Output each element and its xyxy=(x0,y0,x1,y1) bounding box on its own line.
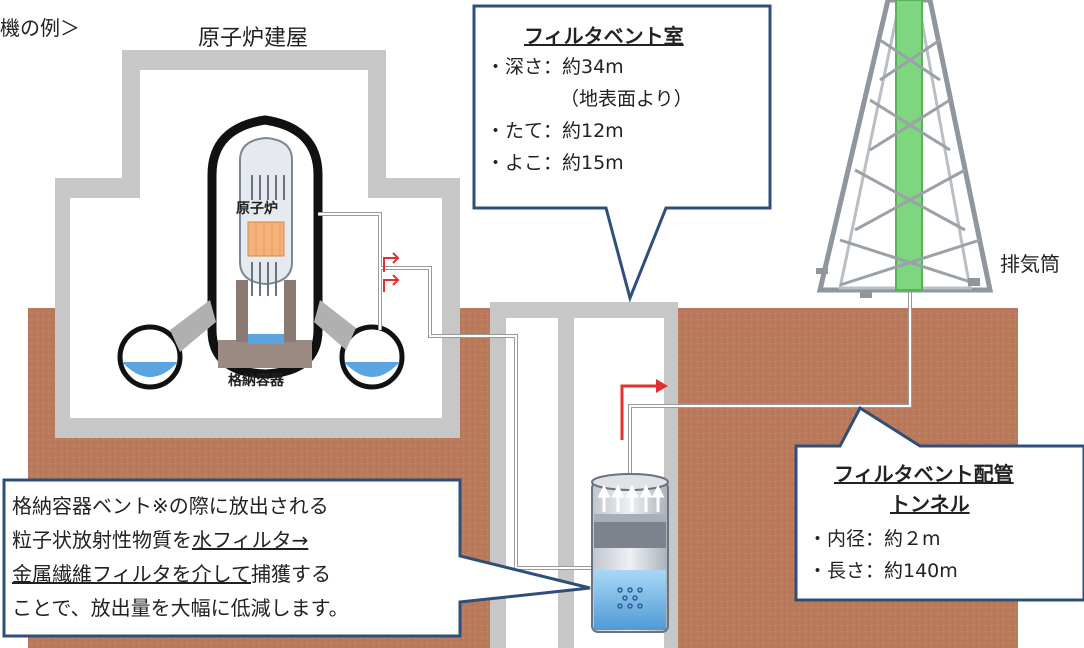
suppression-chamber-left xyxy=(117,324,183,390)
explanation-line3-suffix: 捕獲する xyxy=(251,562,331,586)
vent-duct-right xyxy=(314,300,356,350)
explanation-line1: 格納容器ベント※の際に放出される xyxy=(12,494,329,518)
vent-duct-left xyxy=(170,300,216,352)
filter-vent-room-width: ・よこ：約15m xyxy=(486,152,624,174)
explanation-line4: ことで、放出量を大幅に低減します。 xyxy=(12,596,349,620)
explanation-line2-prefix: 粒子状放射性物質を xyxy=(12,528,192,552)
exhaust-stack xyxy=(816,0,994,298)
tunnel-title-line1: フィルタベント配管 xyxy=(834,462,1014,486)
explanation-line3-underlined: 金属繊維フィルタを介して xyxy=(12,562,251,586)
reactor-building-label: 原子炉建屋 xyxy=(198,26,309,51)
explanation-line2: 粒子状放射性物質を水フィルタ→ xyxy=(12,524,308,553)
tunnel-title-line2: トンネル xyxy=(890,492,970,516)
filter-vent-room-title: フィルタベント室 xyxy=(524,24,684,48)
filter-vent-room-depth-note: （地表面より） xyxy=(560,88,693,110)
callout-tunnel xyxy=(794,405,1084,602)
tunnel-diameter: ・内径：約２m xyxy=(808,528,941,550)
pedestal-left xyxy=(236,280,248,342)
explanation-line3: 金属繊維フィルタを介して捕獲する xyxy=(12,558,331,587)
callout-explanation xyxy=(2,478,591,638)
water-filter xyxy=(594,570,666,630)
header-fragment: 機の例＞ xyxy=(0,16,80,40)
outlet-flow-arrow xyxy=(620,379,668,440)
filter-vent-shaft-left xyxy=(506,318,558,648)
containment-floor xyxy=(218,340,312,368)
callout-filter-vent-room xyxy=(472,4,772,303)
filter-vent-room-depth: ・深さ：約34m xyxy=(486,56,624,78)
lower-pool xyxy=(248,334,284,344)
bubbles xyxy=(617,587,643,609)
exhaust-stack-label: 排気筒 xyxy=(1000,252,1060,276)
filter-vent-room-length: ・たて：約12m xyxy=(486,120,624,142)
rising-flow-arrows xyxy=(597,484,665,512)
control-rods xyxy=(251,175,285,296)
reactor-label: 原子炉 xyxy=(236,201,278,217)
pedestal-right xyxy=(284,280,296,342)
reactor-core xyxy=(247,221,285,257)
explanation-line2-underlined: 水フィルタ→ xyxy=(192,528,309,552)
flow-arrows-small xyxy=(383,252,400,292)
tunnel-length: ・長さ：約140m xyxy=(808,560,958,582)
containment-label: 格納容器 xyxy=(228,373,284,389)
